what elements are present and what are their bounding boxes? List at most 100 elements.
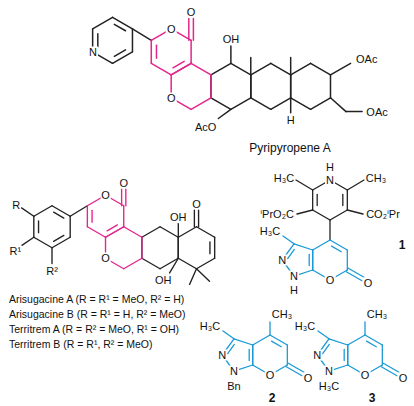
atom-label: OH [169,212,188,223]
bond [141,237,142,258]
bond [54,235,64,241]
bond [347,345,348,365]
bond [348,335,365,345]
compound-number: 1 [398,239,407,251]
bond [173,61,184,67]
bond [142,258,160,269]
bond [342,194,343,205]
bond [160,227,178,238]
bond [330,63,350,74]
bond [223,331,234,339]
atom-label: H₃C [273,173,295,184]
bond [156,45,157,58]
bond [330,210,347,220]
bond [250,58,251,75]
bond [250,75,251,98]
bond [211,63,231,74]
bond [312,250,313,270]
bond [196,269,209,282]
atom-label: O [360,370,371,381]
atom-label: N [325,175,335,186]
bond [269,322,270,335]
bond [34,237,52,248]
bond [364,322,365,335]
bond [365,335,382,345]
atom-label: N [324,366,334,377]
bond [252,345,253,365]
bond [347,250,348,270]
bond [113,52,133,64]
atom-label: N [217,350,227,361]
bond [332,246,342,252]
bond [347,190,348,210]
bond [367,341,377,347]
bond [294,244,313,250]
atom-label: CH₃ [365,173,387,184]
atom-label: H₃C [318,381,340,392]
bond [123,206,124,227]
compound-2-structure [222,322,304,376]
bond [114,24,125,30]
bond [52,237,70,248]
bond [194,210,195,227]
bond [132,29,151,41]
bond [231,63,251,74]
atom-label: R [11,199,21,210]
bond [33,216,34,237]
pyripyropene-structure [93,17,362,118]
bond [124,227,142,238]
atom-label: N [289,271,299,282]
bond [330,75,331,98]
atom-label: CO₂ⁱPr [365,209,401,220]
bond [87,227,105,238]
atom-label: OAc [365,106,388,117]
bond [210,75,211,98]
bond [344,349,345,360]
bond [234,339,253,345]
bond [191,63,211,74]
bond [347,345,348,365]
atom-label: CH₃ [366,309,388,320]
bond [209,242,210,254]
atom-label: H [325,162,335,173]
bond [286,367,302,376]
atom-label: OH [154,275,173,286]
bond [34,206,52,217]
atom-label: O [118,177,129,188]
bond [382,345,383,365]
bond [178,224,179,238]
atom-label: H₃C [259,226,281,237]
bond [318,331,329,339]
atom-label: N [229,366,239,377]
bond [191,98,211,110]
bond [230,46,231,63]
bond [323,344,330,353]
bond [312,250,313,270]
bond [290,98,291,113]
atom-label: O [166,92,177,103]
bond [290,75,291,98]
bond [91,210,92,222]
bond [348,268,364,277]
bond [252,345,253,365]
bond [283,236,294,244]
bond [178,227,196,238]
bond [347,210,363,214]
bond [193,18,195,40]
bond [296,180,313,190]
atom-label: Bn [226,381,241,392]
bond [311,98,331,110]
bond [106,227,124,238]
bond [251,63,271,74]
compound-name: Arisugacine A (R = R¹ = MeO, R² = H) [8,294,185,305]
atom-label: ⁱPrO₂C [259,209,295,220]
bond [178,237,179,258]
arisugacine-structure [22,189,215,285]
bond [198,210,199,227]
bond [171,63,191,74]
compound-name: Pyripyropene A [248,142,331,154]
bond [270,335,287,345]
bond [253,335,270,345]
bond [132,29,133,52]
